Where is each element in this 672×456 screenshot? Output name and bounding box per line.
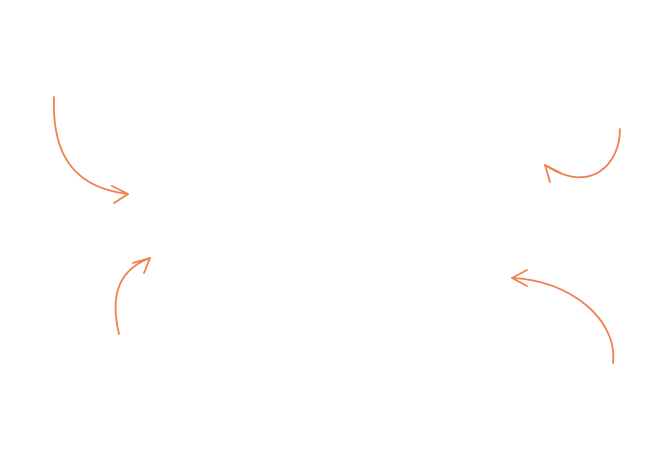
curved-arrow-icon (511, 269, 615, 364)
arrow-bottom-left-head (132, 257, 151, 274)
arrow-top-left-shaft (53, 96, 129, 195)
arrow-bottom-right-shaft (511, 277, 615, 364)
curved-arrow-icon (114, 257, 151, 335)
arrow-top-right-head (544, 164, 562, 183)
curved-arrow-icon (544, 128, 621, 183)
arrow-bottom-left-shaft (114, 257, 151, 335)
curved-arrow-icon (53, 96, 129, 204)
arrow-bottom-right-head (511, 269, 528, 287)
arrow-top-left-head (111, 185, 129, 204)
